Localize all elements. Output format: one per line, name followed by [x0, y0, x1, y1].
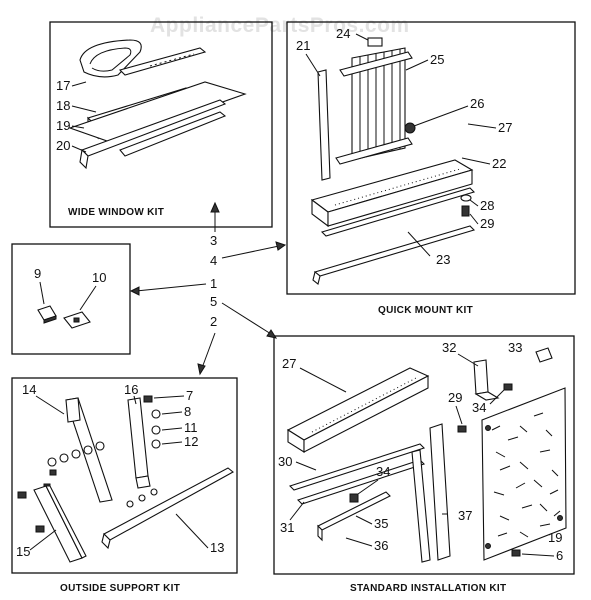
- callout-29-quick: 29: [480, 216, 494, 231]
- callout-31: 31: [280, 520, 294, 535]
- callout-5: 5: [210, 294, 217, 309]
- callout-8: 8: [184, 404, 191, 419]
- callout-6: 6: [556, 548, 563, 563]
- part-28-washer: [460, 194, 472, 202]
- outside-support-kit-box: [11, 377, 238, 574]
- part-15-bracket: [33, 485, 83, 563]
- quick-mount-kit-box: [286, 21, 576, 295]
- callout-16: 16: [124, 382, 138, 397]
- part-29-screw: [461, 205, 470, 217]
- part-26-knob: [404, 122, 416, 134]
- callout-35: 35: [374, 516, 388, 531]
- part-34-upper-screw: [503, 383, 513, 391]
- part-29-std-screw: [457, 425, 467, 433]
- callout-19-wide: 19: [56, 118, 70, 133]
- callout-37: 37: [458, 508, 472, 523]
- callout-23: 23: [436, 252, 450, 267]
- callout-22: 22: [492, 156, 506, 171]
- part-8-washer: [151, 409, 161, 419]
- callout-13: 13: [210, 540, 224, 555]
- wide-window-kit-title: WIDE WINDOW KIT: [68, 207, 164, 218]
- part-11-washer: [151, 425, 161, 435]
- callout-11: 11: [184, 420, 198, 435]
- standard-installation-kit-title: STANDARD INSTALLATION KIT: [350, 583, 506, 594]
- callout-33: 33: [508, 340, 522, 355]
- callout-1: 1: [210, 276, 217, 291]
- callout-28: 28: [480, 198, 494, 213]
- part-27-std-block: [286, 367, 430, 441]
- callout-3: 3: [210, 233, 217, 248]
- part-31-seal: [296, 459, 426, 505]
- part-17-seal: [79, 39, 142, 78]
- callout-12: 12: [184, 434, 198, 449]
- callout-2: 2: [210, 314, 217, 329]
- callout-27-std: 27: [282, 356, 296, 371]
- callout-34-lower: 34: [376, 464, 390, 479]
- callout-30: 30: [278, 454, 292, 469]
- watermark: AppliancePartsPros.com: [150, 14, 410, 37]
- standard-installation-kit-box: [273, 335, 575, 575]
- callout-19-std: 19: [548, 530, 562, 545]
- part-37-post-b: [429, 423, 451, 561]
- part-23-rail: [313, 225, 476, 277]
- callout-20: 20: [56, 138, 70, 153]
- callout-14: 14: [22, 382, 36, 397]
- quick-mount-kit-title: QUICK MOUNT KIT: [378, 305, 473, 316]
- top-sash-bar: [118, 47, 207, 76]
- callout-32: 32: [442, 340, 456, 355]
- callout-24: 24: [336, 26, 350, 41]
- callout-15: 15: [16, 544, 30, 559]
- part-24-handle: [367, 37, 383, 47]
- outside-support-kit-title: OUTSIDE SUPPORT KIT: [60, 583, 180, 594]
- callout-9: 9: [34, 266, 41, 281]
- part-30-strip: [288, 443, 426, 491]
- part-33-block: [535, 347, 553, 363]
- part-22-strip: [320, 187, 476, 237]
- callout-17: 17: [56, 78, 70, 93]
- wide-window-kit-box: [49, 21, 273, 228]
- part-21-strip: [317, 69, 331, 181]
- callout-18: 18: [56, 98, 70, 113]
- callout-29-std: 29: [448, 390, 462, 405]
- part-12-nut: [151, 439, 161, 449]
- callout-10: 10: [92, 270, 106, 285]
- callout-26: 26: [470, 96, 484, 111]
- part-7-bolt: [143, 395, 153, 403]
- part-34-screw: [349, 493, 359, 503]
- callout-7: 7: [186, 388, 193, 403]
- part-6-screw: [511, 549, 521, 557]
- kit-box-9-10: [11, 243, 131, 355]
- callout-34-upper: 34: [472, 400, 486, 415]
- part-37-post: [411, 449, 431, 563]
- part-16-bracket: [127, 397, 149, 479]
- part-13-rail: [103, 467, 234, 541]
- callout-4: 4: [210, 253, 217, 268]
- callout-36: 36: [374, 538, 388, 553]
- callout-25: 25: [430, 52, 444, 67]
- part-19-panel: [68, 81, 247, 143]
- callout-21: 21: [296, 38, 310, 53]
- callout-27-quick: 27: [498, 120, 512, 135]
